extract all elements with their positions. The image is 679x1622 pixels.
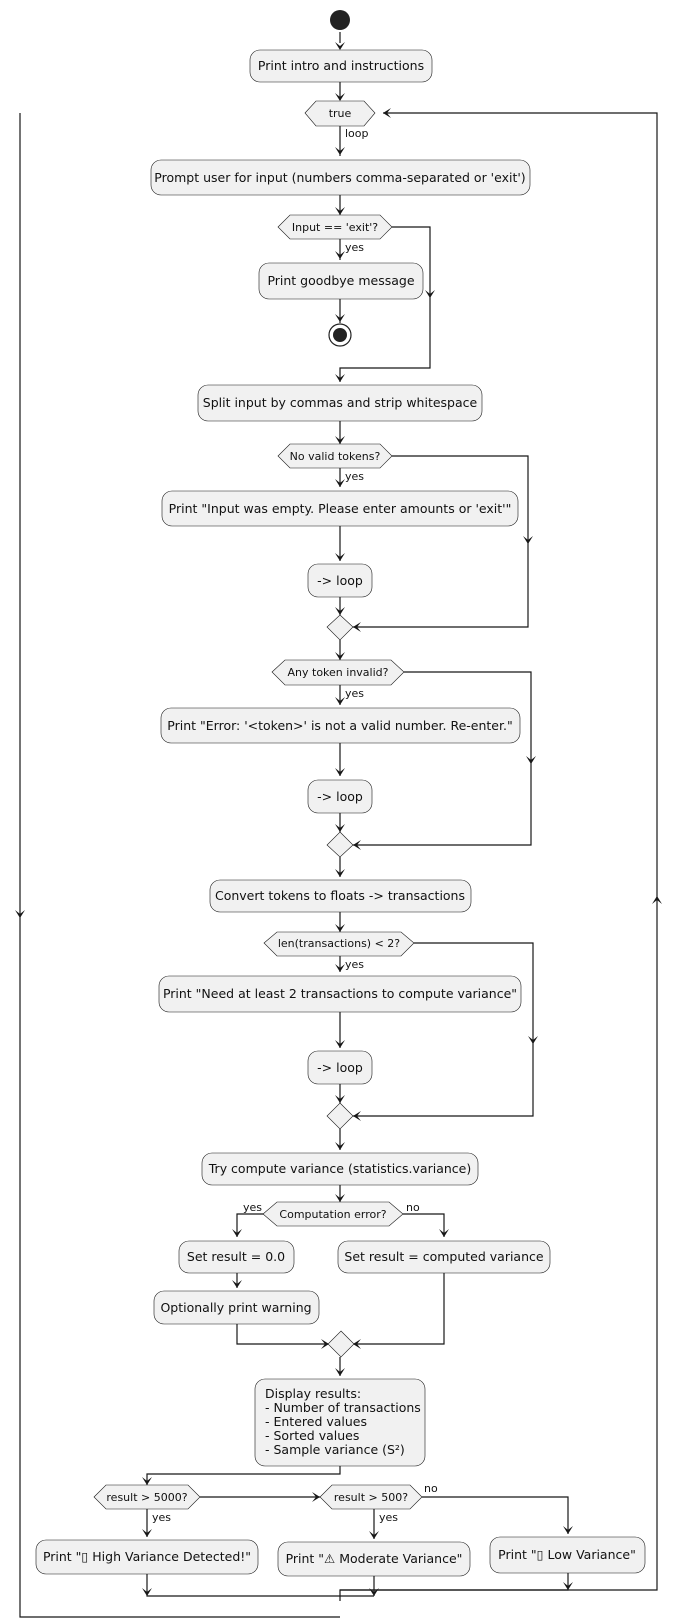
action-set-computed: Set result = computed variance bbox=[337, 1240, 551, 1274]
svg-text:- Sorted values: - Sorted values bbox=[265, 1428, 359, 1443]
svg-text:- Entered values: - Entered values bbox=[265, 1414, 367, 1429]
svg-text:Print "▯ Low Variance": Print "▯ Low Variance" bbox=[498, 1547, 636, 1562]
action-print-moderate: Print "⚠ Moderate Variance" bbox=[277, 1541, 471, 1577]
action-print-goodbye: Print goodbye message bbox=[258, 262, 424, 300]
svg-text:Print "▯ High Variance Detecte: Print "▯ High Variance Detected!" bbox=[43, 1549, 251, 1564]
decision-len-check: len(transactions) < 2? bbox=[263, 931, 415, 957]
svg-text:Print "Error: '<token>' is not: Print "Error: '<token>' is not a valid n… bbox=[167, 718, 512, 733]
svg-text:Display results:: Display results: bbox=[265, 1386, 361, 1401]
action-try-compute: Try compute variance (statistics.varianc… bbox=[201, 1152, 479, 1186]
action-print-warning: Optionally print warning bbox=[153, 1290, 320, 1325]
edge-label-yes: yes bbox=[243, 1201, 262, 1214]
decision-input-exit: Input == 'exit'? bbox=[277, 214, 393, 240]
svg-text:Print "Need at least 2 transac: Print "Need at least 2 transactions to c… bbox=[163, 986, 517, 1001]
svg-text:Print intro and instructions: Print intro and instructions bbox=[258, 58, 424, 73]
decision-gt-5000: result > 5000? bbox=[93, 1484, 201, 1510]
action-prompt-input: Prompt user for input (numbers comma-sep… bbox=[150, 159, 531, 196]
decision-computation-error: Computation error? bbox=[262, 1201, 404, 1227]
edge-label-yes: yes bbox=[345, 958, 364, 971]
svg-text:Set result = 0.0: Set result = 0.0 bbox=[187, 1249, 285, 1264]
decision-gt-500: result > 500? bbox=[319, 1484, 423, 1510]
action-display-results: Display results: - Number of transaction… bbox=[254, 1378, 426, 1467]
decision-no-tokens: No valid tokens? bbox=[277, 443, 393, 469]
action-print-low: Print "▯ Low Variance" bbox=[489, 1536, 646, 1574]
svg-text:result > 5000?: result > 5000? bbox=[106, 1491, 187, 1504]
edge-label-yes: yes bbox=[345, 241, 364, 254]
svg-text:No valid tokens?: No valid tokens? bbox=[290, 450, 381, 463]
svg-text:true: true bbox=[329, 107, 352, 120]
svg-text:Computation error?: Computation error? bbox=[279, 1208, 386, 1221]
action-set-zero: Set result = 0.0 bbox=[178, 1240, 295, 1274]
merge-diamond-3 bbox=[326, 1102, 354, 1130]
edge-label-no: no bbox=[406, 1201, 420, 1214]
action-print-need2: Print "Need at least 2 transactions to c… bbox=[158, 975, 522, 1013]
svg-text:Print goodbye message: Print goodbye message bbox=[267, 273, 414, 288]
svg-text:Split input by commas and stri: Split input by commas and strip whitespa… bbox=[203, 395, 478, 410]
svg-text:Optionally print warning: Optionally print warning bbox=[160, 1300, 311, 1315]
decision-token-invalid: Any token invalid? bbox=[271, 659, 405, 686]
edge-label-yes: yes bbox=[345, 687, 364, 700]
merge-diamond-2 bbox=[326, 831, 354, 858]
svg-text:-> loop: -> loop bbox=[317, 789, 363, 804]
svg-text:Print "⚠ Moderate Variance": Print "⚠ Moderate Variance" bbox=[286, 1551, 463, 1566]
action-loop-1: -> loop bbox=[307, 563, 373, 598]
merge-diamond-1 bbox=[326, 614, 354, 641]
edge-label-yes: yes bbox=[152, 1511, 171, 1524]
svg-text:Try compute variance (statisti: Try compute variance (statistics.varianc… bbox=[208, 1161, 471, 1176]
svg-text:- Number of transactions: - Number of transactions bbox=[265, 1400, 421, 1415]
svg-text:Convert tokens to floats -> tr: Convert tokens to floats -> transactions bbox=[215, 888, 465, 903]
action-print-empty: Print "Input was empty. Please enter amo… bbox=[161, 490, 519, 527]
edge-label-loop: loop bbox=[345, 127, 369, 140]
start-node bbox=[330, 10, 350, 30]
svg-text:Set result = computed variance: Set result = computed variance bbox=[344, 1249, 543, 1264]
svg-text:Input == 'exit'?: Input == 'exit'? bbox=[292, 221, 378, 234]
action-print-intro: Print intro and instructions bbox=[249, 49, 433, 83]
edge-label-yes: yes bbox=[379, 1511, 398, 1524]
action-convert: Convert tokens to floats -> transactions bbox=[209, 879, 472, 913]
action-loop-3: -> loop bbox=[307, 1050, 373, 1085]
svg-text:-> loop: -> loop bbox=[317, 573, 363, 588]
decision-loop-true: true bbox=[304, 100, 376, 127]
svg-text:- Sample variance (S²): - Sample variance (S²) bbox=[265, 1442, 405, 1457]
svg-text:len(transactions) < 2?: len(transactions) < 2? bbox=[278, 937, 400, 950]
svg-text:-> loop: -> loop bbox=[317, 1060, 363, 1075]
action-loop-2: -> loop bbox=[307, 779, 373, 814]
svg-text:Print "Input was empty. Please: Print "Input was empty. Please enter amo… bbox=[169, 501, 512, 516]
action-print-invalid: Print "Error: '<token>' is not a valid n… bbox=[160, 707, 521, 744]
svg-text:Prompt user for input (numbers: Prompt user for input (numbers comma-sep… bbox=[154, 170, 525, 185]
svg-text:result > 500?: result > 500? bbox=[334, 1491, 408, 1504]
edge-labels: loop yes yes yes yes yes no yes yes no bbox=[152, 127, 438, 1524]
action-print-high: Print "▯ High Variance Detected!" bbox=[35, 1539, 259, 1575]
merge-diamond-4 bbox=[327, 1330, 355, 1358]
stop-node bbox=[328, 323, 352, 347]
svg-text:Any token invalid?: Any token invalid? bbox=[288, 666, 389, 679]
action-split-input: Split input by commas and strip whitespa… bbox=[197, 384, 483, 422]
edge-label-yes: yes bbox=[345, 470, 364, 483]
arrowheads bbox=[15, 42, 662, 1596]
edge-label-no: no bbox=[424, 1482, 438, 1495]
